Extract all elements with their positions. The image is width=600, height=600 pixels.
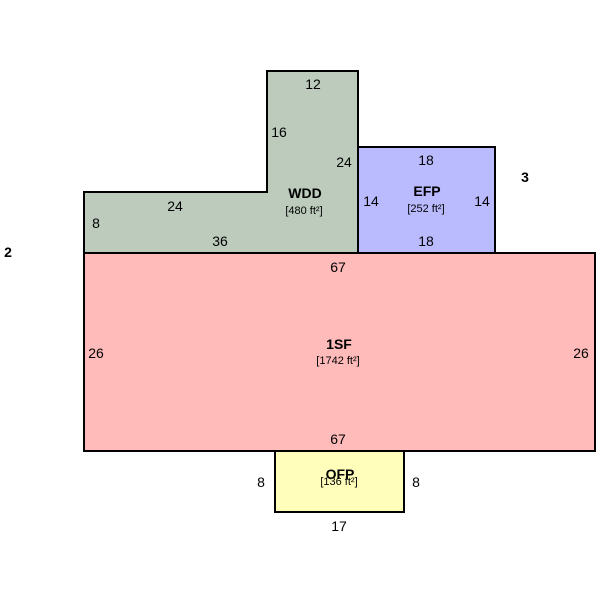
wdd-dim-top: 12 — [305, 76, 321, 92]
sf-area-label: [1742 ft²] — [316, 355, 359, 367]
wdd-area-label: [480 ft²] — [285, 205, 322, 217]
marker-right: 3 — [521, 169, 529, 185]
sf-dim-left: 26 — [88, 345, 104, 361]
wdd-dim-upper-left: 16 — [271, 124, 287, 140]
ofp-area-label: [136 ft²] — [320, 476, 357, 488]
efp-dim-top: 18 — [418, 152, 434, 168]
wdd-dim-step: 24 — [167, 198, 183, 214]
wdd-dim-bottom: 36 — [212, 233, 228, 249]
sf-dim-bottom: 67 — [330, 431, 346, 447]
efp-dim-bottom: 18 — [418, 233, 434, 249]
ofp-area-shape[interactable] — [274, 450, 405, 513]
efp-area-label: [252 ft²] — [407, 203, 444, 215]
efp-name: EFP — [413, 183, 440, 199]
marker-left: 2 — [4, 244, 12, 260]
sf-area-shape[interactable] — [83, 252, 596, 452]
efp-area-shape[interactable] — [357, 146, 496, 254]
wdd-name: WDD — [288, 185, 321, 201]
wdd-dim-left: 8 — [92, 215, 100, 231]
efp-dim-right: 14 — [474, 193, 490, 209]
wdd-area-shape[interactable] — [83, 70, 359, 254]
sf-name: 1SF — [326, 336, 352, 352]
ofp-dim-left: 8 — [257, 474, 265, 490]
ofp-dim-bottom: 17 — [331, 518, 347, 534]
ofp-name: OFP — [326, 466, 355, 482]
wdd-dim-upper-right: 24 — [336, 154, 352, 170]
sf-dim-right: 26 — [573, 345, 589, 361]
efp-dim-left: 14 — [363, 193, 379, 209]
sf-dim-top: 67 — [330, 259, 346, 275]
ofp-dim-right: 8 — [412, 474, 420, 490]
